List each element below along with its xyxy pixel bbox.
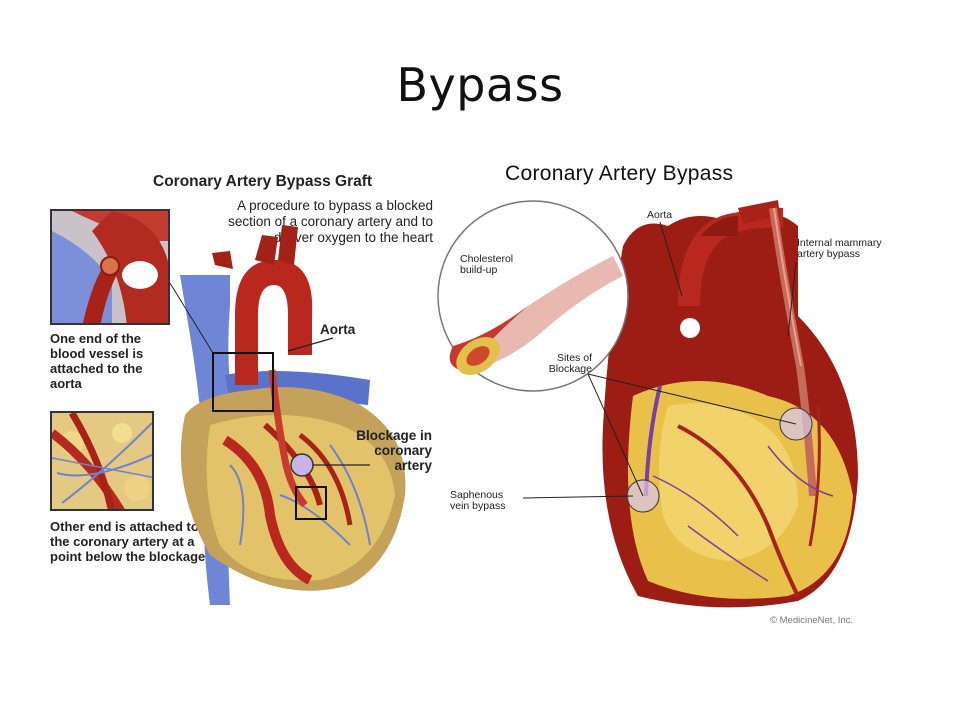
right-label-saphenous-bypass: Saphenous vein bypass [450,489,506,512]
note-aorta-attachment: One end of the blood vessel is attached … [50,331,144,391]
inset-aorta-illustration [52,211,168,323]
inset-coronary-illustration [52,413,152,509]
right-label-sites-of-blockage: Sites of Blockage [548,352,592,375]
inset-coronary-attachment [50,411,154,511]
left-figure-panel: Coronary Artery Bypass Graft A procedure… [50,165,433,605]
right-label-cholesterol: Cholesterol build-up [460,253,514,276]
slide-title: Bypass [396,58,564,112]
right-figure-heading: Coronary Artery Bypass [505,162,734,185]
right-label-aorta: Aorta [647,209,673,221]
right-heart-illustration [437,200,858,608]
left-figure-subtitle: A procedure to bypass a blocked section … [228,198,433,245]
inset-aorta-attachment [50,209,170,325]
left-label-blockage: Blockage in coronary artery [356,428,432,473]
right-label-mammary-bypass: Internal mammary artery bypass [797,237,882,260]
left-heart-illustration [169,225,406,605]
left-label-aorta: Aorta [320,322,356,337]
copyright-notice: © MedicineNet, Inc. [770,615,854,626]
left-figure-heading: Coronary Artery Bypass Graft [153,173,373,190]
note-coronary-attachment: Other end is attached to the coronary ar… [50,519,206,564]
